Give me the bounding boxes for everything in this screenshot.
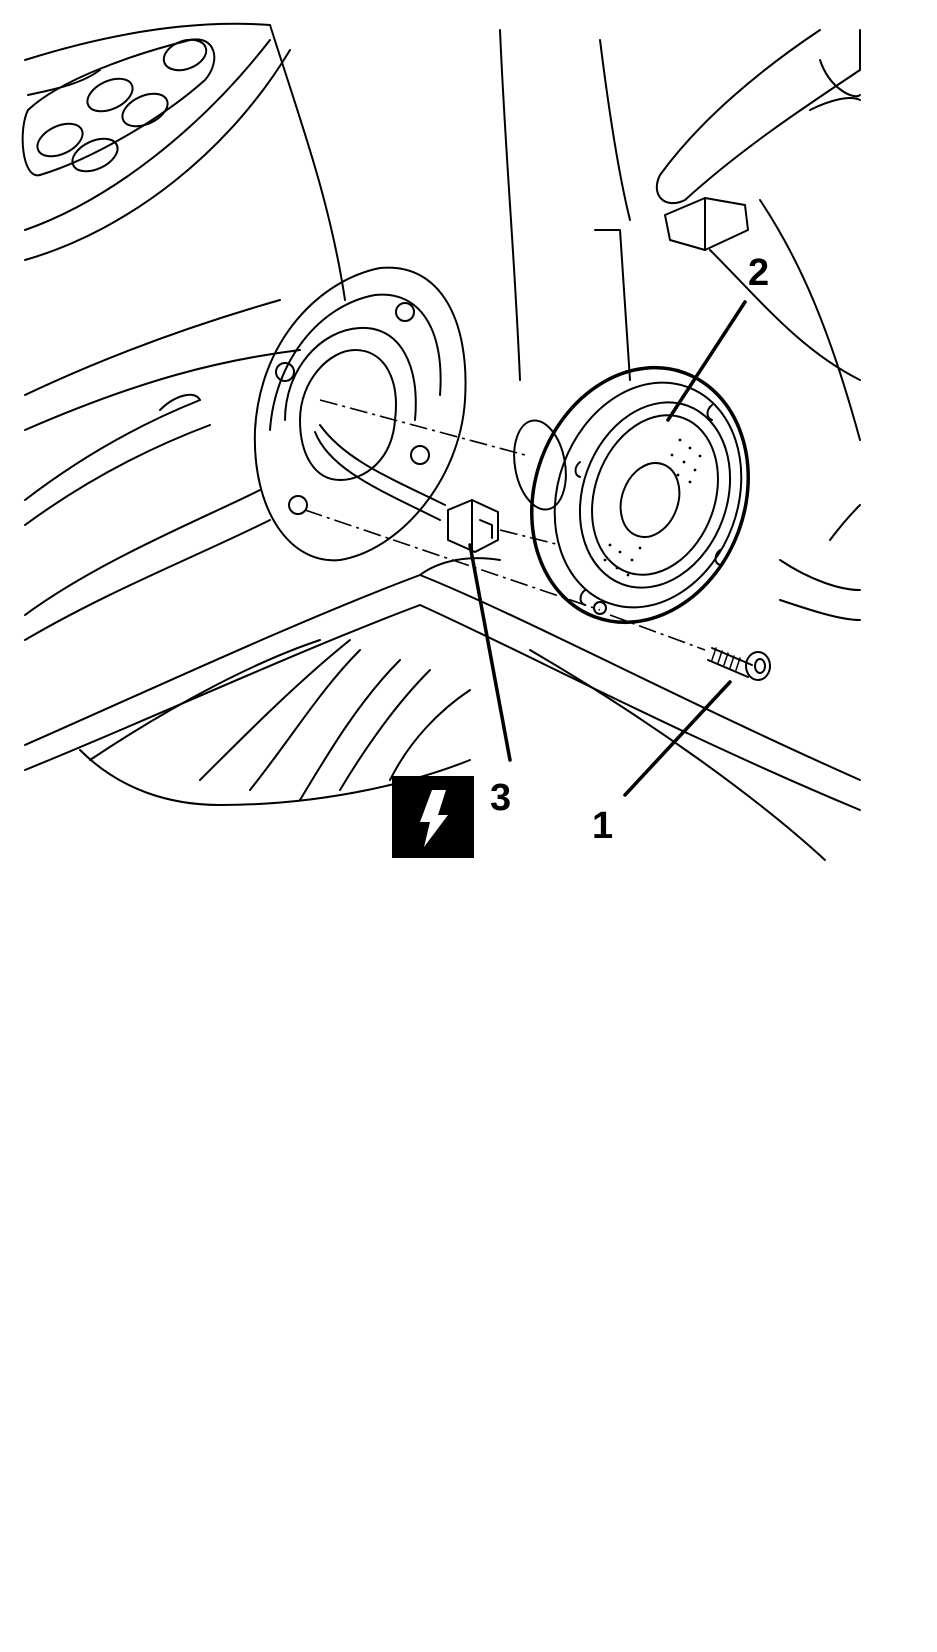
callout-3: 3 — [490, 777, 511, 819]
callout-1: 1 — [592, 805, 613, 847]
assembly-axis-lines — [304, 399, 706, 651]
leader-line-1 — [623, 680, 732, 797]
lower-door-panel — [24, 504, 861, 861]
window-switch-panel — [21, 38, 216, 177]
leader-line-3 — [468, 543, 512, 762]
loudspeaker — [513, 365, 750, 625]
leader-lines — [468, 300, 747, 797]
electrical-symbol — [392, 776, 474, 858]
callout-2: 2 — [748, 252, 769, 294]
screw — [707, 647, 771, 681]
door-handle — [499, 29, 861, 441]
speaker-cable-and-plug — [314, 424, 499, 553]
speaker-grille-dots — [603, 438, 702, 577]
lightning-bolt-icon — [420, 790, 448, 847]
door-trim-panel — [24, 22, 346, 641]
leader-line-2 — [666, 300, 747, 422]
